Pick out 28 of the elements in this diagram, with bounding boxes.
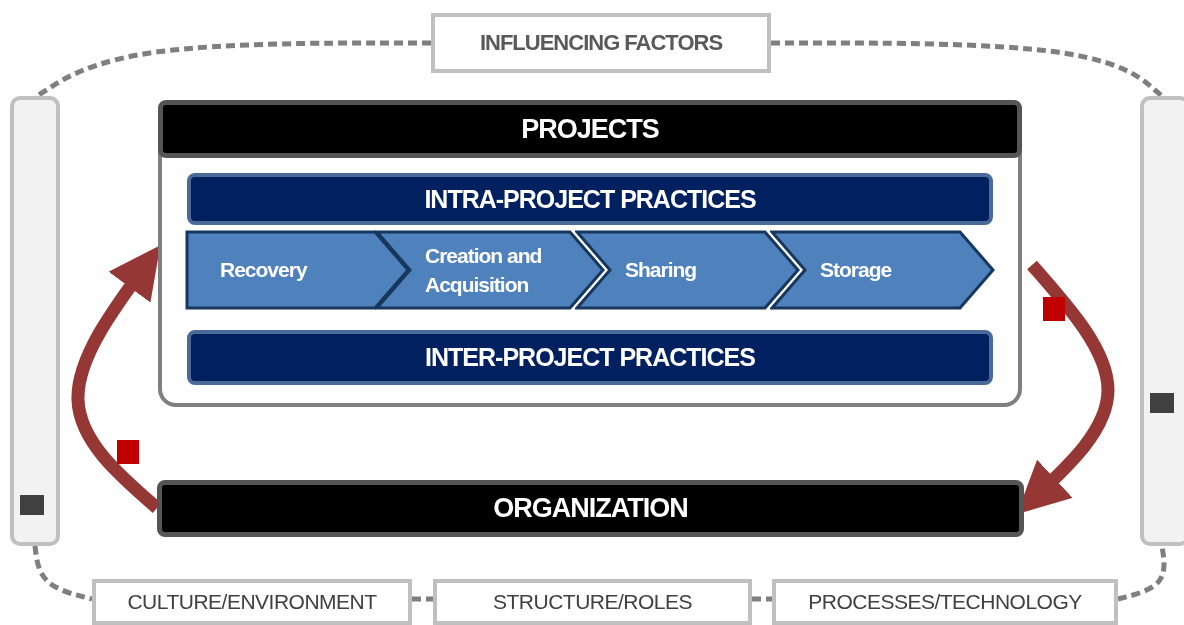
dashed-connector [35,40,431,99]
dashed-connector [752,596,772,602]
factor-box [433,579,752,625]
projects-header-bar [158,100,1022,158]
factor-box [431,13,771,73]
label: INTRA-PROJECT PRACTICES [424,184,756,214]
step-label: Creation and Acquisition [425,242,543,298]
practice-bar [187,173,993,225]
factor-box [772,579,1118,625]
dashed-connector [771,40,1164,98]
label: INFLUENCING FACTORS [479,30,723,56]
step-label: Recovery [220,257,307,284]
projects-panel [158,100,1022,407]
side-bar [10,96,60,546]
label: PROCESSES/TECHNOLOGY [808,590,1082,614]
dashed-connector [1117,545,1167,602]
side-bar [1140,96,1184,546]
organization-bar [157,480,1024,537]
label: STRUCTURE/ROLES [493,590,692,614]
label: INTER-PROJECT PRACTICES [425,343,755,372]
dashed-connector [32,545,93,602]
practice-bar [187,330,993,385]
label: PROJECTS [521,113,659,145]
step-label: Storage [820,257,892,284]
factor-box [92,579,412,625]
label: ORGANIZATION [493,493,688,524]
dashed-connector [412,596,433,602]
label: CULTURE/ENVIRONMENT [127,590,377,614]
